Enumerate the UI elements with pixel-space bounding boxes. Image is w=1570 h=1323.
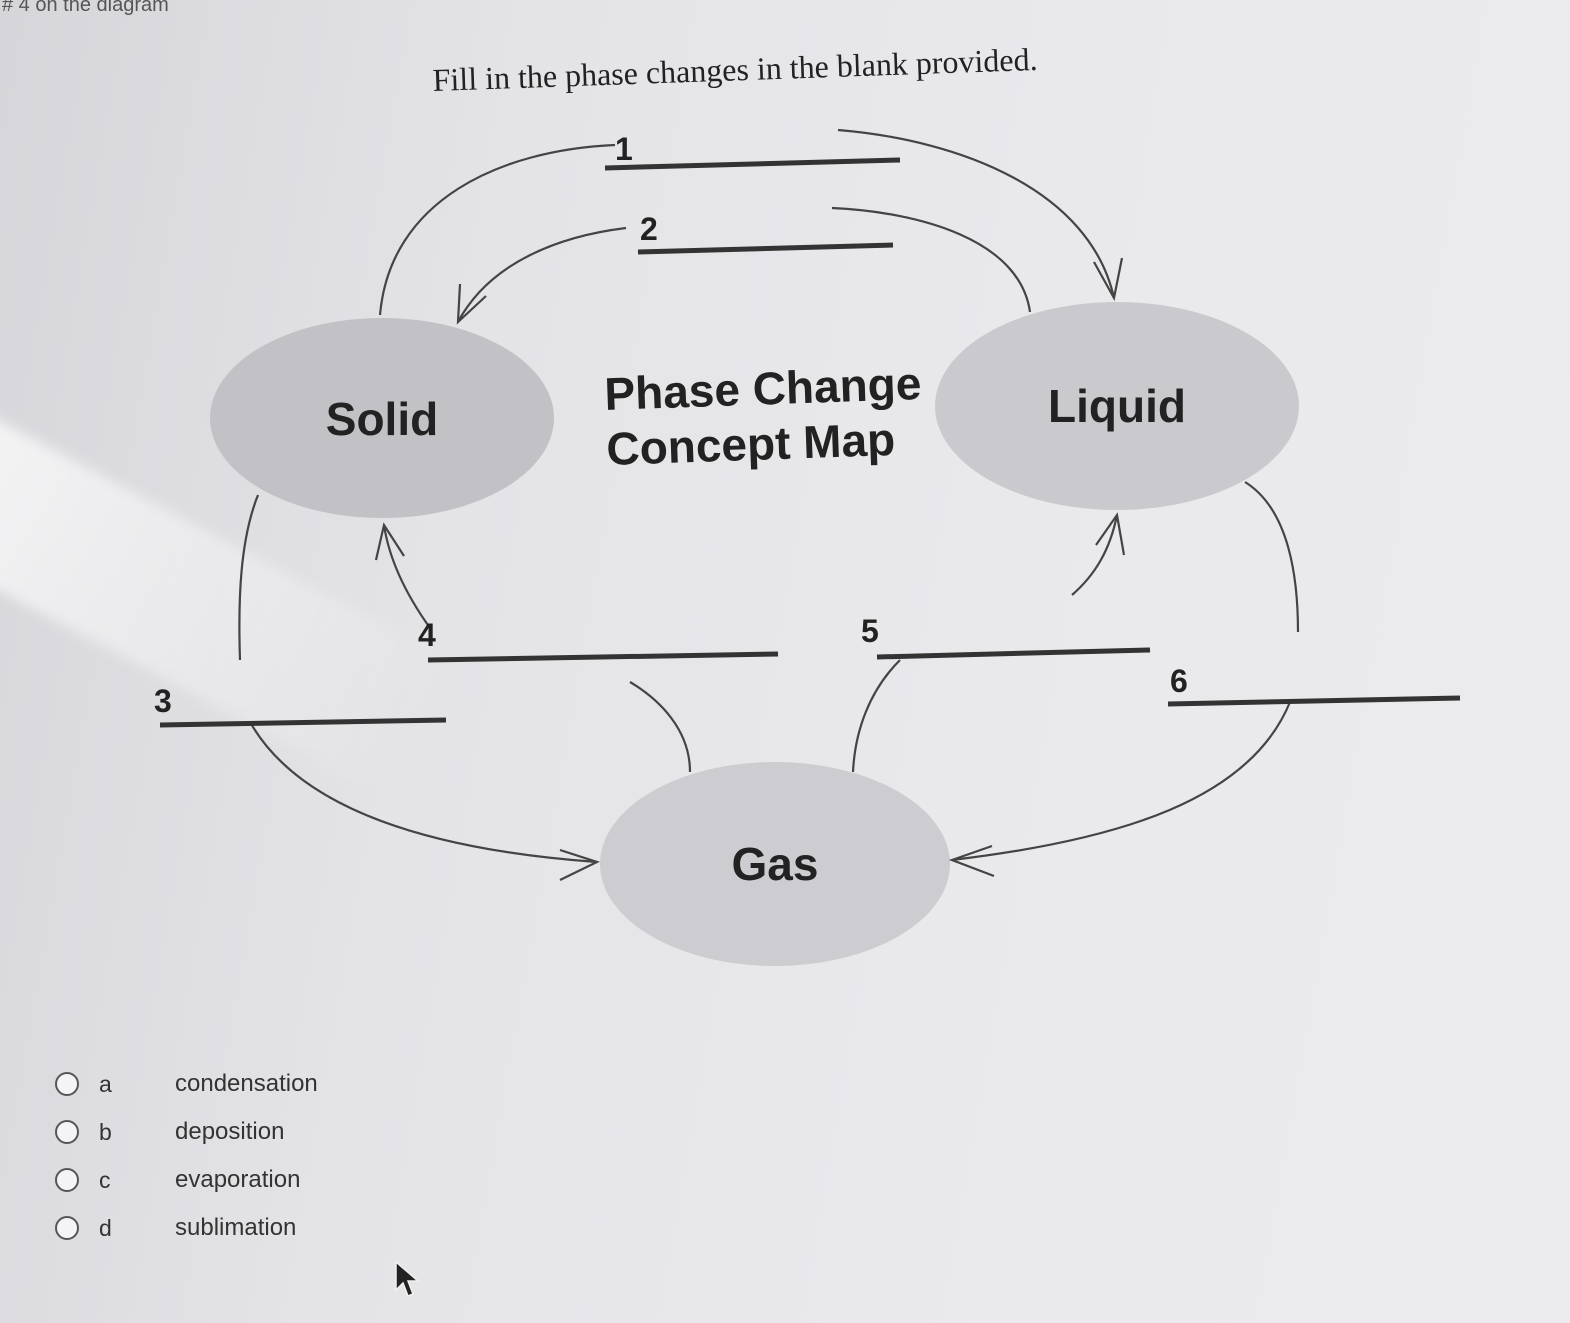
arrow-head-6 — [948, 844, 995, 878]
arrow-gas-to-solid — [629, 681, 692, 773]
liquid-node — [935, 302, 1299, 510]
radio-button-c[interactable] — [55, 1168, 79, 1192]
blank-line-5[interactable] — [876, 647, 1151, 660]
blank-number-6: 6 — [1170, 663, 1188, 699]
arrow-solid-to-gas — [238, 494, 260, 661]
option-text: evaporation — [175, 1166, 301, 1193]
answer-options: a condensation b deposition c evaporatio… — [55, 1060, 318, 1252]
option-text: sublimation — [175, 1214, 297, 1241]
arrow-gas-to-solid-tail — [382, 524, 431, 629]
concept-map-title-line2: Concept Map — [606, 413, 896, 475]
option-d[interactable]: d sublimation — [55, 1204, 318, 1252]
option-letter: b — [99, 1118, 112, 1145]
option-text: condensation — [175, 1070, 318, 1097]
option-letter: d — [99, 1214, 112, 1241]
blank-number-3: 3 — [154, 683, 172, 719]
question-header: # 4 on the diagram — [2, 0, 169, 16]
arrow-liquid-to-gas — [1244, 481, 1300, 633]
blank-line-2[interactable] — [637, 242, 894, 255]
arrow-head-3 — [559, 848, 600, 881]
blank-line-3[interactable] — [159, 717, 447, 728]
solid-node — [210, 318, 554, 518]
blank-line-1[interactable] — [604, 157, 901, 171]
option-b[interactable]: b deposition — [55, 1108, 318, 1156]
gas-node — [600, 762, 950, 966]
arrow-head-4 — [374, 522, 405, 561]
arrow-gas-to-liquid-tail — [1071, 514, 1119, 596]
blank-number-4: 4 — [418, 617, 436, 653]
blank-number-2: 2 — [640, 211, 658, 247]
gas-label: Gas — [732, 838, 819, 890]
concept-map-title-line1: Phase Change — [604, 357, 923, 420]
arrow-head-2 — [456, 283, 487, 325]
arrow-liquid-to-gas-tail — [951, 701, 1292, 862]
arrow-solid-to-gas-tail — [249, 721, 598, 864]
arrow-solid-to-liquid-tail — [837, 128, 1116, 299]
blank-number-1: 1 — [615, 131, 633, 167]
arrow-gas-to-liquid — [851, 659, 901, 773]
option-a[interactable]: a condensation — [55, 1060, 318, 1108]
solid-label: Solid — [326, 393, 438, 445]
blank-line-6[interactable] — [1167, 695, 1461, 707]
mouse-pointer-icon — [395, 1260, 421, 1297]
arrow-solid-to-liquid — [378, 143, 616, 316]
radio-button-d[interactable] — [55, 1216, 79, 1240]
option-text: deposition — [175, 1118, 285, 1145]
arrow-head-5 — [1095, 512, 1126, 556]
arrow-head-1 — [1093, 257, 1124, 302]
arrow-liquid-to-solid-tail — [457, 226, 627, 323]
radio-button-b[interactable] — [55, 1120, 79, 1144]
option-letter: a — [99, 1070, 112, 1097]
radio-button-a[interactable] — [55, 1072, 79, 1096]
option-letter: c — [99, 1166, 111, 1193]
blank-number-5: 5 — [861, 613, 879, 649]
arrow-liquid-to-solid — [831, 206, 1032, 313]
liquid-label: Liquid — [1048, 380, 1186, 432]
option-c[interactable]: c evaporation — [55, 1156, 318, 1204]
blank-line-4[interactable] — [427, 651, 779, 663]
